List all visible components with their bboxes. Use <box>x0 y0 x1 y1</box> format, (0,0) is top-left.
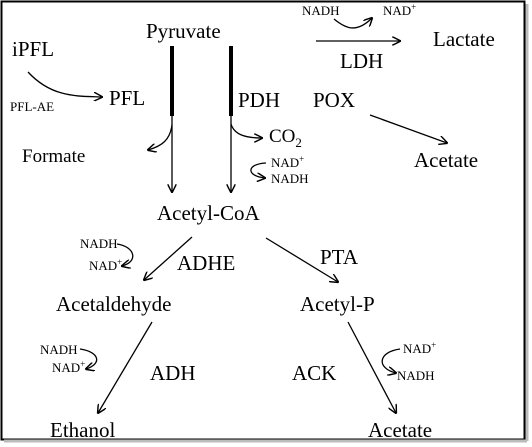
enzyme-pox: POX <box>313 88 355 112</box>
adh-nadh: NADH <box>40 342 78 357</box>
enzyme-ldh: LDH <box>340 49 383 73</box>
pox-arrow <box>369 114 447 143</box>
ack-nadh: NADH <box>397 368 435 383</box>
adh-cofactor-curl <box>79 348 98 369</box>
adhe-nadh: NADH <box>80 236 118 251</box>
adh-nad-plus: NAD+ <box>52 359 85 375</box>
ack-arrow <box>347 321 396 413</box>
metabolite-acetate-ack: Acetate <box>368 418 432 442</box>
adhe-arrow <box>144 236 193 280</box>
ack-cofactor-curl <box>381 348 401 373</box>
pdh-co2: CO2 <box>269 126 302 150</box>
pdh-cofactor-curl <box>250 162 266 178</box>
pfl-ae-activation-arrow <box>27 71 102 97</box>
pdh-nadh: NADH <box>271 171 309 186</box>
enzyme-adhe: ADHE <box>177 251 235 275</box>
formate-branch-arrow <box>148 124 173 150</box>
metabolite-acetyl-coa: Acetyl-CoA <box>157 201 260 225</box>
metabolite-formate: Formate <box>22 146 85 167</box>
enzyme-adh: ADH <box>150 361 196 385</box>
adhe-nad-plus: NAD+ <box>89 257 122 273</box>
enzyme-ack: ACK <box>292 361 336 385</box>
pdh-nad-plus: NAD+ <box>271 154 304 170</box>
enzyme-pfl: PFL <box>109 86 145 110</box>
ack-nad-plus: NAD+ <box>403 340 436 356</box>
co2-branch-arrow <box>230 123 262 138</box>
enzyme-pfl-ae: PFL-AE <box>10 99 54 114</box>
adhe-cofactor-curl <box>116 243 134 266</box>
ldh-cofactor-curl <box>333 18 372 29</box>
enzyme-pdh: PDH <box>238 88 280 112</box>
metabolite-pyruvate: Pyruvate <box>146 19 221 43</box>
ldh-nad-plus: NAD+ <box>383 2 416 18</box>
metabolite-acetate-pox: Acetate <box>414 148 478 172</box>
adh-arrow <box>98 321 153 413</box>
enzyme-pta: PTA <box>320 245 359 269</box>
ldh-nadh: NADH <box>302 3 340 18</box>
metabolite-ethanol: Ethanol <box>50 418 115 442</box>
metabolite-lactate: Lactate <box>433 27 495 51</box>
enzyme-ipfl: iPFL <box>12 37 54 61</box>
metabolite-acetaldehyde: Acetaldehyde <box>56 292 171 316</box>
metabolite-acetyl-p: Acetyl-P <box>300 292 375 316</box>
pta-arrow <box>265 237 338 282</box>
